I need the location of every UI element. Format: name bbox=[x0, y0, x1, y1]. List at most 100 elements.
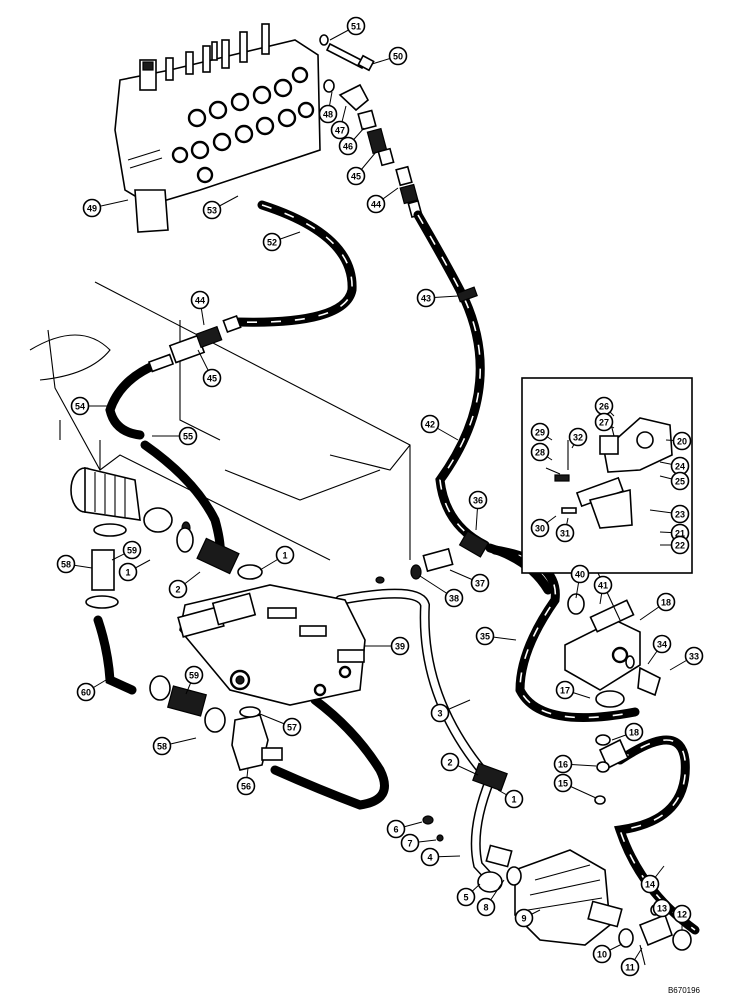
suction-tube bbox=[335, 588, 508, 883]
callout-number: 40 bbox=[575, 570, 585, 580]
callout-circle bbox=[456, 887, 476, 907]
callout-number: 3 bbox=[437, 709, 442, 719]
callout-number: 49 bbox=[87, 204, 97, 214]
callout-3: 3 bbox=[430, 703, 450, 723]
callout-circle bbox=[553, 773, 573, 793]
callout-circle bbox=[670, 471, 690, 491]
callout-number: 1 bbox=[511, 795, 516, 805]
callout-46: 46 bbox=[338, 136, 358, 156]
callout-number: 58 bbox=[157, 742, 167, 752]
callout-27: 27 bbox=[594, 412, 614, 432]
relief-bolt bbox=[319, 34, 375, 93]
callout-number: 14 bbox=[645, 880, 655, 890]
callout-number: 39 bbox=[395, 642, 405, 652]
callout-48: 48 bbox=[318, 104, 338, 124]
callout-number: 59 bbox=[127, 546, 137, 556]
callout-60: 60 bbox=[76, 682, 96, 702]
callout-number: 47 bbox=[335, 126, 345, 136]
callout-number: 27 bbox=[599, 418, 609, 428]
callout-59b: 59 bbox=[184, 665, 204, 685]
callout-44b: 44 bbox=[190, 290, 210, 310]
callout-number: 18 bbox=[629, 728, 639, 738]
callout-circle bbox=[656, 592, 676, 612]
callout-circle bbox=[672, 904, 692, 924]
callout-57: 57 bbox=[282, 717, 302, 737]
callout-28: 28 bbox=[530, 442, 550, 462]
callout-circle bbox=[592, 944, 612, 964]
elbow-fitting-56 bbox=[231, 706, 283, 771]
callout-51: 51 bbox=[346, 16, 366, 36]
callout-number: 2 bbox=[447, 758, 452, 768]
callout-circle bbox=[672, 431, 692, 451]
callout-circle bbox=[684, 646, 704, 666]
callout-number: 6 bbox=[393, 825, 398, 835]
callout-circle bbox=[430, 703, 450, 723]
callout-9: 9 bbox=[514, 908, 534, 928]
callout-number: 54 bbox=[75, 402, 85, 412]
callout-13: 13 bbox=[652, 898, 672, 918]
callout-circle bbox=[346, 16, 366, 36]
callout-20: 20 bbox=[672, 431, 692, 451]
callout-56: 56 bbox=[236, 776, 256, 796]
callout-circle bbox=[366, 194, 386, 214]
callout-53: 53 bbox=[202, 200, 222, 220]
callout-number: 21 bbox=[675, 529, 685, 539]
callout-number: 44 bbox=[195, 296, 205, 306]
callout-number: 12 bbox=[677, 910, 687, 920]
callout-circle bbox=[504, 789, 524, 809]
callout-number: 43 bbox=[421, 294, 431, 304]
callout-circle bbox=[388, 46, 408, 66]
callout-circle bbox=[593, 575, 613, 595]
callout-number: 57 bbox=[287, 723, 297, 733]
callout-number: 23 bbox=[675, 510, 685, 520]
callout-39: 39 bbox=[390, 636, 410, 656]
callout-number: 48 bbox=[323, 110, 333, 120]
callout-circle bbox=[652, 898, 672, 918]
callout-16: 16 bbox=[553, 754, 573, 774]
callout-circle bbox=[652, 634, 672, 654]
fitting-36 bbox=[458, 530, 490, 558]
callout-1a: 1 bbox=[275, 545, 295, 565]
callout-circle bbox=[514, 908, 534, 928]
callout-33: 33 bbox=[684, 646, 704, 666]
callout-4: 4 bbox=[420, 847, 440, 867]
callout-7: 7 bbox=[400, 833, 420, 853]
hose-clamp bbox=[456, 286, 478, 303]
callout-30: 30 bbox=[530, 518, 550, 538]
callout-10: 10 bbox=[592, 944, 612, 964]
callout-number: 4 bbox=[427, 853, 432, 863]
callout-circle bbox=[346, 166, 366, 186]
callout-number: 1 bbox=[282, 551, 287, 561]
callout-1b: 1 bbox=[118, 562, 138, 582]
callout-circle bbox=[190, 290, 210, 310]
callout-circle bbox=[594, 412, 614, 432]
callout-circle bbox=[420, 414, 440, 434]
callout-number: 41 bbox=[598, 581, 608, 591]
callout-number: 45 bbox=[207, 374, 217, 384]
callout-circle bbox=[475, 626, 495, 646]
hydraulic-pump bbox=[477, 849, 692, 951]
callout-circle bbox=[420, 847, 440, 867]
callout-circle bbox=[530, 518, 550, 538]
callout-number: 16 bbox=[558, 760, 568, 770]
callout-number: 9 bbox=[521, 914, 526, 924]
callout-circle bbox=[476, 897, 496, 917]
hose-clamps-sleeves bbox=[85, 523, 263, 733]
callout-number: 55 bbox=[183, 432, 193, 442]
callout-29: 29 bbox=[530, 422, 550, 442]
callout-number: 35 bbox=[480, 632, 490, 642]
callout-22: 22 bbox=[670, 535, 690, 555]
callout-58a: 58 bbox=[56, 554, 76, 574]
callout-number: 33 bbox=[689, 652, 699, 662]
callout-55: 55 bbox=[178, 426, 198, 446]
callout-circle bbox=[202, 368, 222, 388]
callout-circle bbox=[152, 736, 172, 756]
callout-circle bbox=[70, 396, 90, 416]
callout-number: 31 bbox=[560, 529, 570, 539]
callout-circle bbox=[468, 490, 488, 510]
callout-18b: 18 bbox=[624, 722, 644, 742]
callout-1c: 1 bbox=[504, 789, 524, 809]
quick-coupler-middle bbox=[147, 314, 242, 373]
callout-circle bbox=[555, 680, 575, 700]
